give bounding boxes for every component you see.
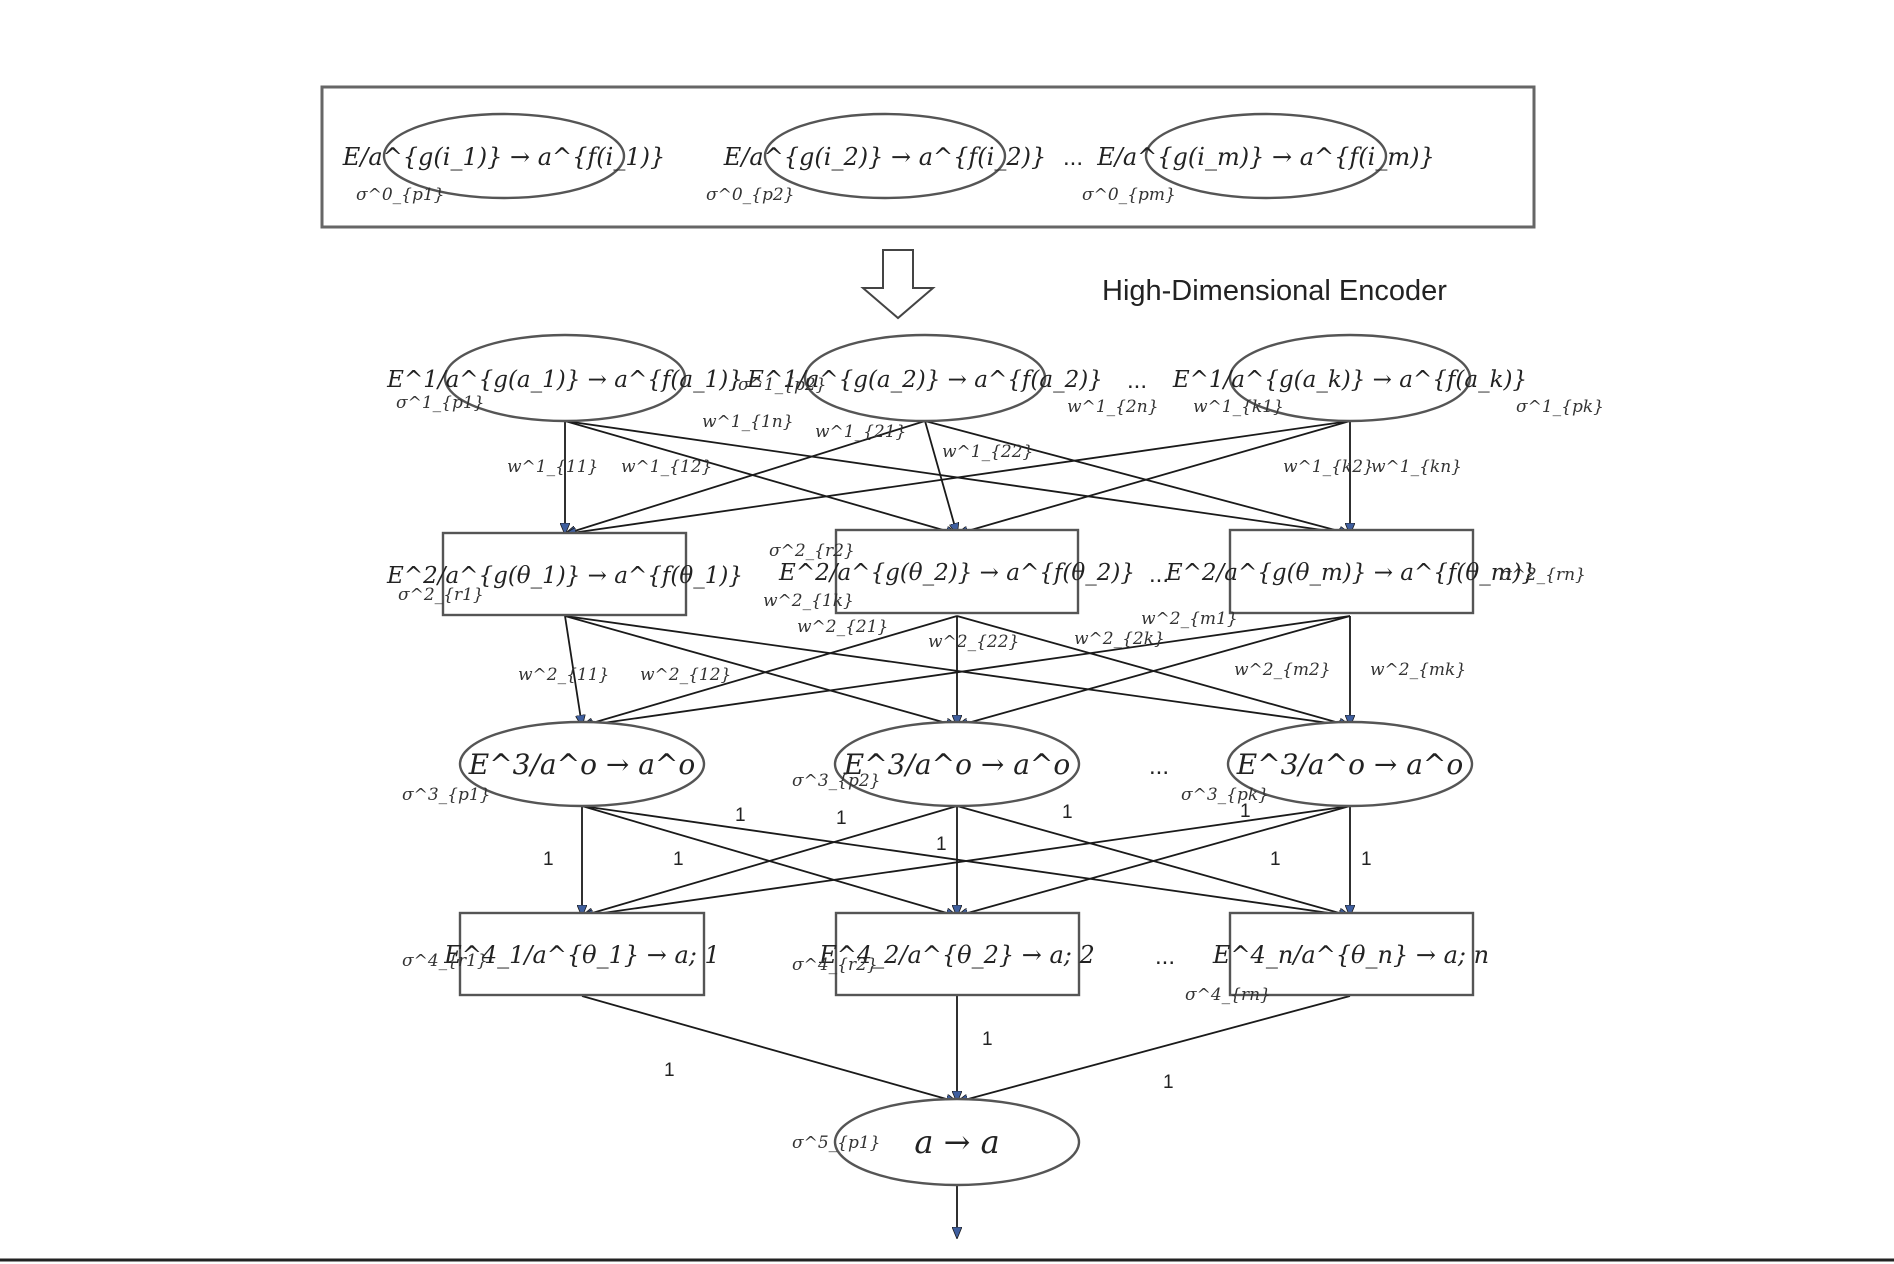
layer2-node-2-sigma: σ^2_{r2} — [769, 541, 855, 561]
weight-label: 1 — [1361, 849, 1372, 870]
layer3-node-2-sigma: σ^3_{p2} — [792, 771, 881, 791]
weight-label: w^1_{k1} — [1193, 397, 1284, 417]
layer4-node-n — [1228, 911, 1475, 997]
layer1-weights: w^1_{11} w^1_{12} w^1_{1n} w^1_{21} w^1_… — [507, 397, 1462, 477]
layer3-node-k-sigma: σ^3_{pk} — [1181, 785, 1269, 805]
layer2-node-1-sigma: σ^2_{r1} — [398, 585, 484, 605]
input-node-1-label: E/a^{g(i_1)} → a^{f(i_1)} — [342, 143, 665, 171]
layer2-node-1-label: E^2/a^{g(θ_1)} → a^{f(θ_1)} — [386, 563, 743, 589]
weight-label: w^2_{mk} — [1370, 660, 1466, 680]
input-node-m — [1144, 112, 1388, 200]
input-node-1 — [382, 112, 626, 200]
layer3-node-2 — [833, 720, 1081, 808]
weight-label: 1 — [1062, 802, 1073, 823]
weight-label: w^1_{1n} — [702, 412, 794, 432]
input-node-2 — [763, 112, 1007, 200]
weight-label: w^1_{11} — [507, 457, 598, 477]
layer3-node-k — [1226, 720, 1474, 808]
layer3-node-2-label: E^3/a^o → a^o — [843, 748, 1070, 781]
weight-label: 1 — [673, 849, 684, 870]
weight-label: w^2_{1k} — [763, 591, 854, 611]
weight-label: 1 — [543, 849, 554, 870]
weight-label: w^2_{11} — [518, 665, 609, 685]
layer1-node-2 — [803, 333, 1047, 423]
layer2-weights: w^2_{11} w^2_{12} w^2_{1k} w^2_{21} w^2_… — [518, 591, 1466, 685]
input-ellipsis: ... — [1063, 144, 1083, 171]
layer1-node-2-sigma: σ^1_{p2} — [738, 375, 827, 395]
weight-label: w^2_{m2} — [1234, 660, 1331, 680]
layer1-node-1 — [443, 333, 687, 423]
layer4-node-1-label: E^4_1/a^{θ_1} → a; 1 — [443, 941, 720, 969]
weight-label: w^1_{kn} — [1371, 457, 1462, 477]
weight-label: w^2_{22} — [928, 632, 1019, 652]
layer1-node-k-sigma: σ^1_{pk} — [1516, 397, 1604, 417]
layer3-node-1-label: E^3/a^o → a^o — [468, 748, 695, 781]
weight-label: 1 — [982, 1029, 993, 1050]
weight-label: w^2_{21} — [797, 617, 888, 637]
layer2-ellipsis: ... — [1149, 561, 1169, 588]
layer2-node-m — [1228, 528, 1475, 615]
weight-label: 1 — [836, 808, 847, 829]
layer2-node-m-sigma: σ^2_{rn} — [1500, 565, 1586, 585]
layer2-node-2-label: E^2/a^{g(θ_2)} → a^{f(θ_2)} — [778, 560, 1135, 586]
layer4-node-n-sigma: σ^4_{rn} — [1185, 985, 1271, 1005]
layer1-node-k-label: E^1/a^{g(a_k)} → a^{f(a_k)} — [1172, 367, 1527, 393]
weight-label: w^1_{k2} — [1283, 457, 1374, 477]
layer3-node-k-label: E^3/a^o → a^o — [1236, 748, 1463, 781]
layer4-ellipsis: ... — [1155, 943, 1175, 970]
weight-label: w^1_{21} — [815, 422, 906, 442]
weight-label: w^1_{12} — [621, 457, 712, 477]
output-node — [833, 1097, 1081, 1187]
layer2-node-1 — [441, 531, 688, 617]
layer4-node-2-label: E^4_2/a^{θ_2} → a; 2 — [818, 941, 1095, 969]
encoder-title: High-Dimensional Encoder — [1102, 275, 1447, 307]
output-node-sigma: σ^5_{p1} — [792, 1133, 881, 1153]
weight-label: 1 — [1270, 849, 1281, 870]
layer1-node-2-label: E^1/a^{g(a_2)} → a^{f(a_2)} — [746, 367, 1103, 393]
layer4-node-2-sigma: σ^4_{r2} — [792, 955, 878, 975]
layer4-weights: 1 1 1 — [664, 1029, 1174, 1093]
weight-label: w^1_{22} — [942, 442, 1033, 462]
layer3-node-1 — [458, 720, 706, 808]
weight-label: 1 — [1240, 801, 1251, 822]
output-node-label: a → a — [914, 1123, 999, 1161]
edges-layer2-to-layer3 — [564, 615, 1350, 726]
input-node-1-sigma: σ^0_{p1} — [356, 185, 445, 205]
layer1-node-k — [1228, 333, 1472, 423]
weight-label: 1 — [936, 834, 947, 855]
layer4-node-n-label: E^4_n/a^{θ_n} → a; n — [1212, 941, 1489, 969]
edges-layer1-to-layer2 — [565, 420, 1350, 534]
down-block-arrow-icon — [860, 249, 936, 320]
layer2-node-m-label: E^2/a^{g(θ_m)} → a^{f(θ_m)} — [1165, 560, 1536, 586]
layer3-node-1-sigma: σ^3_{p1} — [402, 785, 491, 805]
weight-label: 1 — [664, 1060, 675, 1081]
weight-label: 1 — [735, 805, 746, 826]
edges-layer4-to-output — [581, 995, 1351, 1238]
weight-label: w^2_{2k} — [1074, 629, 1165, 649]
layer4-node-2 — [834, 911, 1081, 997]
weight-label: 1 — [1163, 1072, 1174, 1093]
layer1-node-1-sigma: σ^1_{p1} — [396, 393, 485, 413]
input-node-m-label: E/a^{g(i_m)} → a^{f(i_m)} — [1096, 143, 1434, 171]
input-node-m-sigma: σ^0_{pm} — [1082, 185, 1176, 205]
weight-label: w^2_{m1} — [1141, 609, 1238, 629]
layer1-ellipsis: ... — [1127, 367, 1147, 394]
layer2-node-2 — [834, 528, 1080, 615]
weight-label: w^1_{2n} — [1067, 397, 1159, 417]
weight-label: w^2_{12} — [640, 665, 731, 685]
edges-layer3-to-layer4 — [582, 805, 1350, 916]
layer4-node-1-sigma: σ^4_{r1} — [402, 951, 488, 971]
input-node-2-label: E/a^{g(i_2)} → a^{f(i_2)} — [723, 143, 1046, 171]
layer4-node-1 — [458, 911, 706, 997]
layer3-weights: 1 1 1 1 1 1 1 1 1 — [543, 801, 1372, 870]
layer1-node-1-label: E^1/a^{g(a_1)} → a^{f(a_1)} — [386, 367, 743, 393]
input-node-2-sigma: σ^0_{p2} — [706, 185, 795, 205]
layer3-ellipsis: ... — [1149, 753, 1169, 780]
